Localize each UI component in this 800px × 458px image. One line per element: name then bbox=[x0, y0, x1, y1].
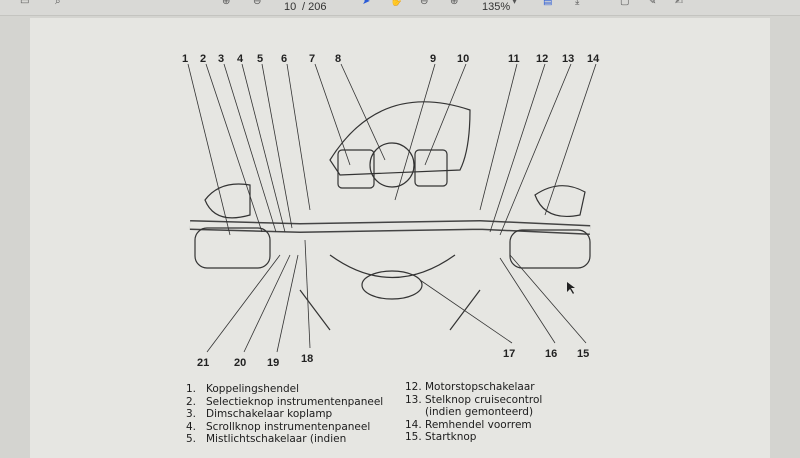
legend-text: Scrollknop instrumentenpaneel bbox=[206, 420, 371, 433]
zoom-dropdown-icon[interactable]: ▾ bbox=[512, 0, 518, 7]
download-icon[interactable]: ⤓ bbox=[575, 0, 580, 7]
legend-number: 5. bbox=[186, 433, 197, 445]
callout-8: 8 bbox=[335, 53, 341, 65]
display-left bbox=[337, 149, 375, 189]
callout-14: 14 bbox=[587, 53, 600, 65]
comment-icon[interactable]: ▢ bbox=[620, 0, 630, 7]
callout-9: 9 bbox=[430, 53, 436, 65]
legend-number: 3. bbox=[186, 408, 197, 420]
callout-17: 17 bbox=[503, 348, 515, 360]
legend-number: 15. bbox=[405, 431, 422, 443]
callout-21: 21 bbox=[197, 357, 209, 369]
left-mirror bbox=[204, 183, 251, 219]
mouse-cursor-icon bbox=[567, 282, 575, 294]
sign-icon[interactable]: ✍ bbox=[675, 0, 684, 7]
callout-2: 2 bbox=[200, 53, 206, 65]
pen-icon[interactable]: ✎ bbox=[648, 0, 657, 7]
legend-text: Startknop bbox=[425, 431, 477, 443]
legend-item: 15.Startknop bbox=[405, 431, 542, 444]
windscreen bbox=[329, 101, 471, 176]
legend-text: Selectieknop instrumentenpaneel bbox=[206, 395, 384, 408]
legend-item: 3. Dimschakelaar koplamp bbox=[186, 408, 383, 421]
callout-12: 12 bbox=[536, 53, 548, 65]
pdf-page bbox=[30, 18, 770, 458]
callout-10: 10 bbox=[457, 53, 469, 65]
select-tool-icon[interactable]: ➤ bbox=[362, 0, 371, 7]
legend-text: Mistlichtschakelaar (indien bbox=[206, 433, 347, 445]
legend-item: 1. Koppelingshendel bbox=[186, 383, 383, 396]
callout-18: 18 bbox=[301, 353, 313, 365]
right-mirror bbox=[534, 185, 586, 217]
display-right bbox=[414, 149, 448, 187]
page-up-icon[interactable]: ⊕ bbox=[222, 0, 231, 7]
legend-item: 13.Stelknop cruisecontrol bbox=[405, 394, 542, 407]
legend-text: Koppelingshendel bbox=[206, 383, 300, 395]
callout-6: 6 bbox=[281, 53, 287, 65]
callout-16: 16 bbox=[545, 348, 557, 360]
callout-15: 15 bbox=[577, 348, 589, 360]
legend-text: Dimschakelaar koplamp bbox=[206, 408, 333, 420]
callout-7: 7 bbox=[309, 53, 315, 65]
legend-number: 14. bbox=[405, 418, 422, 431]
callout-5: 5 bbox=[257, 53, 263, 65]
legend-number: 12. bbox=[405, 381, 422, 393]
legend-left: 1. Koppelingshendel 2. Selectieknop instru… bbox=[186, 383, 383, 446]
fuel-cap bbox=[361, 270, 423, 300]
legend-text: (indien gemonteerd) bbox=[425, 406, 534, 418]
pdf-toolbar: ▭ ⌕ ⊕ ⊖ 10 / 206 ➤ ✋ ⊖ ⊕ 135% ▾ ▤ ⤓ ▢ ✎ … bbox=[0, 0, 800, 16]
callout-1: 1 bbox=[182, 53, 188, 65]
page-down-icon[interactable]: ⊖ bbox=[253, 0, 262, 7]
callout-13: 13 bbox=[562, 53, 574, 65]
legend-item: (indien gemonteerd) bbox=[405, 406, 542, 419]
page-total: / 206 bbox=[302, 1, 327, 13]
leader-lines bbox=[187, 63, 597, 353]
legend-text: Motorstopschakelaar bbox=[425, 381, 535, 393]
callout-4: 4 bbox=[237, 53, 244, 65]
callout-20: 20 bbox=[234, 357, 246, 369]
legend-text: Stelknop cruisecontrol bbox=[425, 393, 543, 406]
callout-19: 19 bbox=[267, 357, 279, 369]
legend-number: 13. bbox=[405, 393, 422, 406]
legend-number: 1. bbox=[186, 383, 197, 395]
right-grip bbox=[509, 229, 591, 269]
fit-page-icon[interactable]: ▤ bbox=[543, 0, 553, 7]
save-icon[interactable]: ▭ bbox=[20, 0, 30, 7]
legend-item: 12.Motorstopschakelaar bbox=[405, 381, 542, 394]
left-grip bbox=[194, 227, 271, 269]
callout-11: 11 bbox=[508, 53, 520, 65]
legend-item: 2. Selectieknop instrumentenpaneel bbox=[186, 396, 383, 409]
zoom-in-icon[interactable]: ⊕ bbox=[450, 0, 459, 7]
search-icon[interactable]: ⌕ bbox=[55, 0, 61, 7]
zoom-level[interactable]: 135% bbox=[482, 1, 511, 13]
legend-item: 5. Mistlichtschakelaar (indien bbox=[186, 433, 383, 446]
page-number-input[interactable]: 10 bbox=[284, 1, 297, 13]
legend-text: Remhendel voorrem bbox=[425, 418, 532, 431]
hand-tool-icon[interactable]: ✋ bbox=[390, 0, 403, 7]
zoom-out-icon[interactable]: ⊖ bbox=[420, 0, 429, 7]
legend-right: 12.Motorstopschakelaar 13.Stelknop cruis… bbox=[405, 381, 542, 444]
instrument-dial bbox=[369, 142, 415, 188]
legend-number: 4. bbox=[186, 420, 197, 433]
callout-3: 3 bbox=[218, 53, 224, 65]
legend-item: 14.Remhendel voorrem bbox=[405, 419, 542, 432]
legend-item: 4. Scrollknop instrumentenpaneel bbox=[186, 421, 383, 434]
legend-number bbox=[405, 406, 425, 419]
legend-number: 2. bbox=[186, 395, 197, 408]
